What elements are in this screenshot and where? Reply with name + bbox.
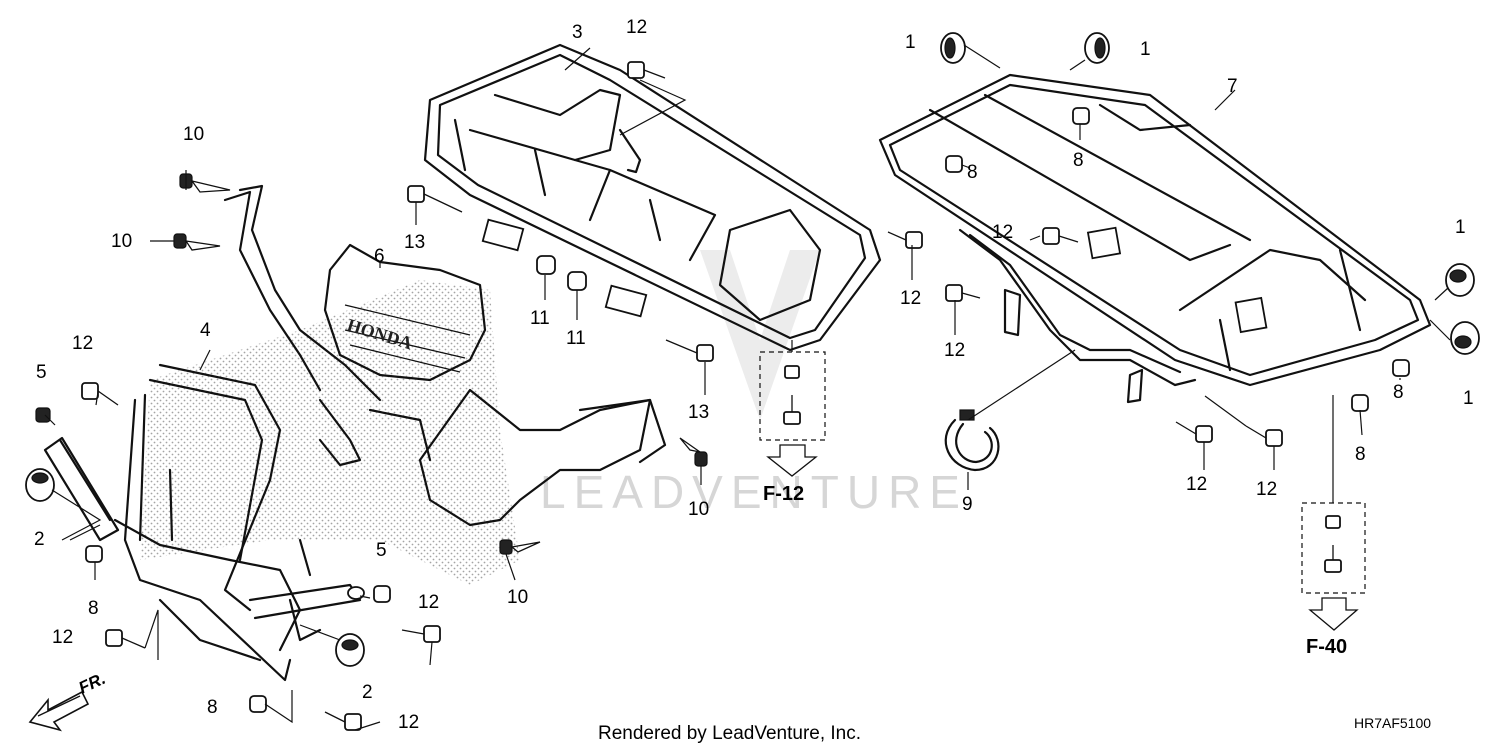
fasteners — [25, 32, 1480, 731]
ref-label-f12: F-12 — [763, 483, 804, 505]
hose-clamp — [944, 409, 1000, 472]
callout-5: 5 — [36, 362, 47, 383]
callout-1: 1 — [1140, 39, 1151, 60]
front-guard — [43, 363, 365, 682]
ref-arrow-f12 — [766, 444, 818, 477]
front-stipple — [140, 280, 520, 585]
reference-arrows: F-12 F-40 — [763, 444, 1359, 658]
callout-5: 5 — [376, 540, 387, 561]
front-carrier — [423, 43, 882, 352]
callout-10: 10 — [507, 587, 528, 608]
callout-12: 12 — [398, 712, 419, 733]
callout-10: 10 — [183, 124, 204, 145]
leader-lines — [44, 44, 1451, 731]
callout-9: 9 — [962, 494, 973, 515]
callout-8: 8 — [967, 162, 978, 183]
callout-12: 12 — [1256, 479, 1277, 500]
callout-8: 8 — [88, 598, 99, 619]
rear-carrier — [878, 73, 1432, 404]
callout-12: 12 — [626, 17, 647, 38]
footer-credit: Rendered by LeadVenture, Inc. — [598, 723, 861, 744]
callout-8: 8 — [1355, 444, 1366, 465]
callout-4: 4 — [200, 320, 211, 341]
callout-7: 7 — [1227, 76, 1238, 97]
front-arrow-icon — [28, 690, 90, 732]
callout-13: 13 — [404, 232, 425, 253]
callout-2: 2 — [34, 529, 45, 550]
callout-10: 10 — [688, 499, 709, 520]
callout-12: 12 — [1186, 474, 1207, 495]
watermark: LEADVENTURE — [540, 466, 968, 518]
callout-6: 6 — [374, 246, 385, 267]
callout-12: 12 — [418, 592, 439, 613]
front-direction-indicator: FR. — [28, 669, 109, 732]
callout-8: 8 — [207, 697, 218, 718]
callout-8: 8 — [1393, 382, 1404, 403]
callout-1: 1 — [1463, 388, 1474, 409]
callout-12: 12 — [52, 627, 73, 648]
ref-label-f40: F-40 — [1306, 636, 1347, 658]
callouts: 1 1 1 1 2 2 3 4 5 5 6 7 8 8 8 8 8 8 9 10… — [34, 17, 1474, 733]
front-grille-assembly: HONDA — [223, 184, 667, 527]
callout-12: 12 — [900, 288, 921, 309]
callout-11: 11 — [530, 308, 550, 329]
ref-arrow-f40 — [1308, 597, 1359, 631]
callout-2: 2 — [362, 682, 373, 703]
callout-12: 12 — [72, 333, 93, 354]
diagram-code: HR7AF5100 — [1354, 715, 1431, 731]
callout-12: 12 — [944, 340, 965, 361]
callout-10: 10 — [111, 231, 132, 252]
callout-13: 13 — [688, 402, 709, 423]
ref-box-f12 — [759, 351, 826, 441]
callout-1: 1 — [1455, 217, 1466, 238]
callout-1: 1 — [905, 32, 916, 53]
callout-12: 12 — [992, 222, 1013, 243]
callout-3: 3 — [572, 22, 583, 43]
callout-8: 8 — [1073, 150, 1084, 171]
callout-11: 11 — [566, 328, 586, 349]
